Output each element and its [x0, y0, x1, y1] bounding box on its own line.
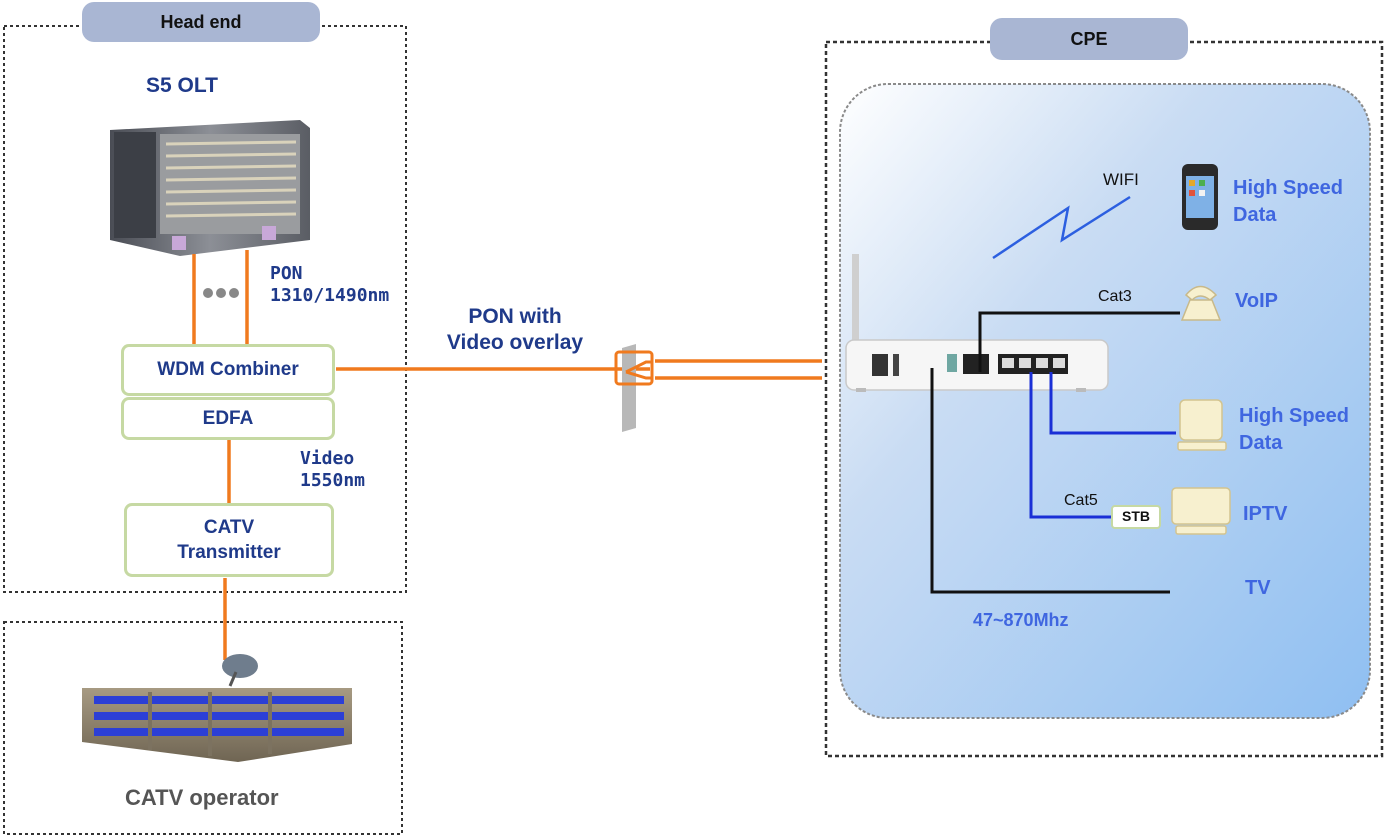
ont-router-icon [845, 254, 1109, 392]
video-wavelength-label: Video 1550nm [300, 448, 365, 492]
catv-tx-line1: CATV [203, 517, 255, 538]
pon-label-line2: 1310/1490nm [270, 285, 390, 306]
wifi-zigzag-icon [992, 195, 1131, 260]
phone-data-line1: High Speed [1233, 177, 1344, 199]
coax-line-tv [930, 368, 1170, 594]
video-label-line2: 1550nm [300, 470, 366, 491]
cat5-label: Cat5 [1064, 492, 1098, 509]
tv-monitor-icon [1171, 487, 1231, 535]
frequency-label: 47~870Mhz [973, 610, 1069, 630]
catv-tx-line2: Transmitter [177, 542, 281, 563]
cpe-container [824, 40, 1384, 758]
iptv-label: IPTV [1243, 503, 1288, 525]
smartphone-icon [1182, 164, 1218, 230]
catv-operator-label: CATV operator [125, 785, 279, 810]
wdm-combiner-box: WDM Combiner [121, 344, 335, 396]
ethernet-line-pc [1049, 372, 1176, 435]
cpe-inner-area [839, 83, 1371, 719]
ethernet-line-stb [1029, 372, 1114, 519]
computer-monitor-icon [1177, 399, 1227, 451]
telephone-icon [1180, 285, 1222, 321]
catv-transmitter-box: CATV Transmitter [124, 503, 334, 577]
stb-label: STB [1122, 508, 1150, 524]
fiber-splitter-icon [614, 344, 654, 432]
pon-video-overlay-label: PON with Video overlay [430, 304, 600, 356]
video-label-line1: Video [300, 448, 355, 469]
olt-label: S5 OLT [146, 74, 218, 97]
pc-data-line2: Data [1239, 432, 1283, 454]
pon-wavelength-label: PON 1310/1490nm [270, 263, 389, 307]
fiber-lines [192, 250, 822, 660]
catv-operator-container [3, 621, 403, 835]
catv-building-icon [82, 654, 352, 762]
headend-tab: Head end [82, 2, 320, 42]
olt-chassis-icon [110, 120, 310, 256]
phone-data-label: High Speed Data [1233, 175, 1343, 229]
port-ellipsis-icon [203, 288, 239, 298]
pc-data-label: High Speed Data [1239, 403, 1349, 457]
wdm-combiner-label: WDM Combiner [157, 359, 299, 380]
pon-label-line1: PON [270, 263, 303, 284]
cpe-tab: CPE [990, 18, 1188, 60]
wifi-label: WIFI [1103, 170, 1139, 189]
pc-data-line1: High Speed [1239, 405, 1350, 427]
stb-box [1111, 505, 1161, 529]
tv-label: TV [1245, 577, 1271, 599]
link-label-line2: Video overlay [446, 331, 584, 354]
cat3-line [978, 311, 1180, 372]
link-label-line1: PON with [468, 305, 562, 328]
edfa-label: EDFA [202, 407, 254, 429]
phone-data-line2: Data [1233, 204, 1277, 226]
cat3-label: Cat3 [1098, 288, 1132, 305]
voip-label: VoIP [1235, 290, 1278, 312]
edfa-box: EDFA [121, 397, 335, 440]
